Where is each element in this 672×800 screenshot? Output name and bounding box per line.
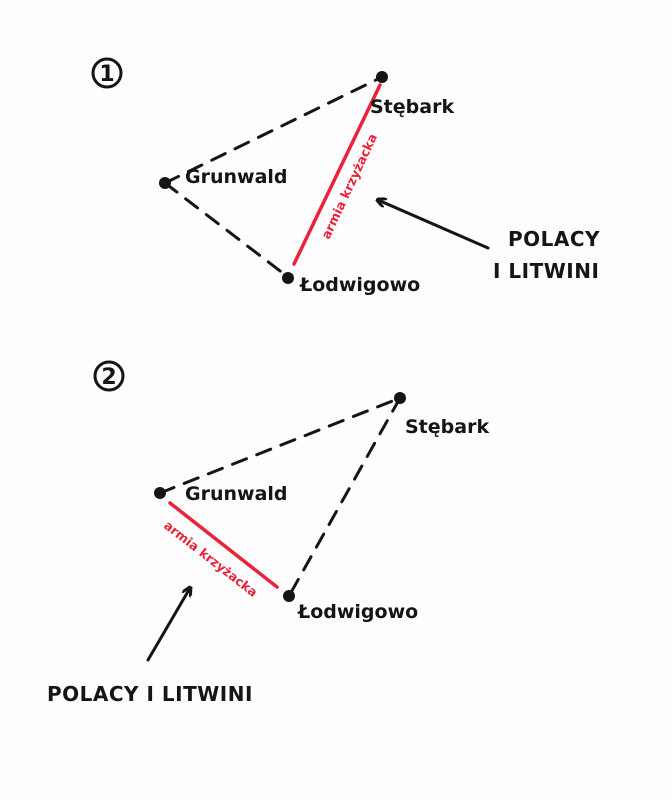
diagram-2-number: 2 — [101, 365, 116, 390]
annotation-2: POLACY I LITWINI — [47, 682, 253, 706]
army-line-1 — [292, 83, 382, 266]
label-lodwigowo-1: Łodwigowo — [299, 274, 420, 296]
label-grunwald-2: Grunwald — [185, 483, 288, 505]
arrow-1 — [378, 200, 490, 250]
arrow-2 — [146, 588, 190, 662]
point-stebark-2 — [394, 392, 406, 404]
point-stebark-1 — [376, 71, 388, 83]
army-label-2: armia krzyżacka — [161, 518, 260, 600]
label-grunwald-1: Grunwald — [185, 166, 288, 188]
point-grunwald-2 — [154, 487, 166, 499]
diagram-2: 2 armia krzyżacka Stębark Grunwald Łodwi… — [47, 360, 489, 706]
point-grunwald-1 — [159, 177, 171, 189]
diagram-2-number-badge: 2 — [93, 360, 125, 392]
label-lodwigowo-2: Łodwigowo — [297, 601, 418, 623]
point-lodwigowo-1 — [282, 272, 294, 284]
diagram-1-number-badge: 1 — [91, 57, 123, 89]
edge-grunwald-stebark-1 — [163, 75, 384, 185]
label-stebark-1: Stębark — [370, 96, 454, 118]
annotation-1-line-1: POLACY — [508, 227, 600, 251]
diagram-1: 1 armia krzyżacka Stębark Grunwald Łodwi… — [91, 57, 600, 296]
label-stebark-2: Stębark — [405, 416, 489, 438]
annotation-1-line-2: I LITWINI — [493, 259, 599, 283]
edge-grunwald-lodwigowo-1 — [163, 181, 290, 279]
army-line-2 — [168, 501, 279, 589]
point-lodwigowo-2 — [283, 590, 295, 602]
edge-stebark-lodwigowo-2 — [287, 396, 402, 598]
edge-grunwald-stebark-2 — [158, 396, 402, 495]
diagram-1-number: 1 — [99, 62, 114, 87]
